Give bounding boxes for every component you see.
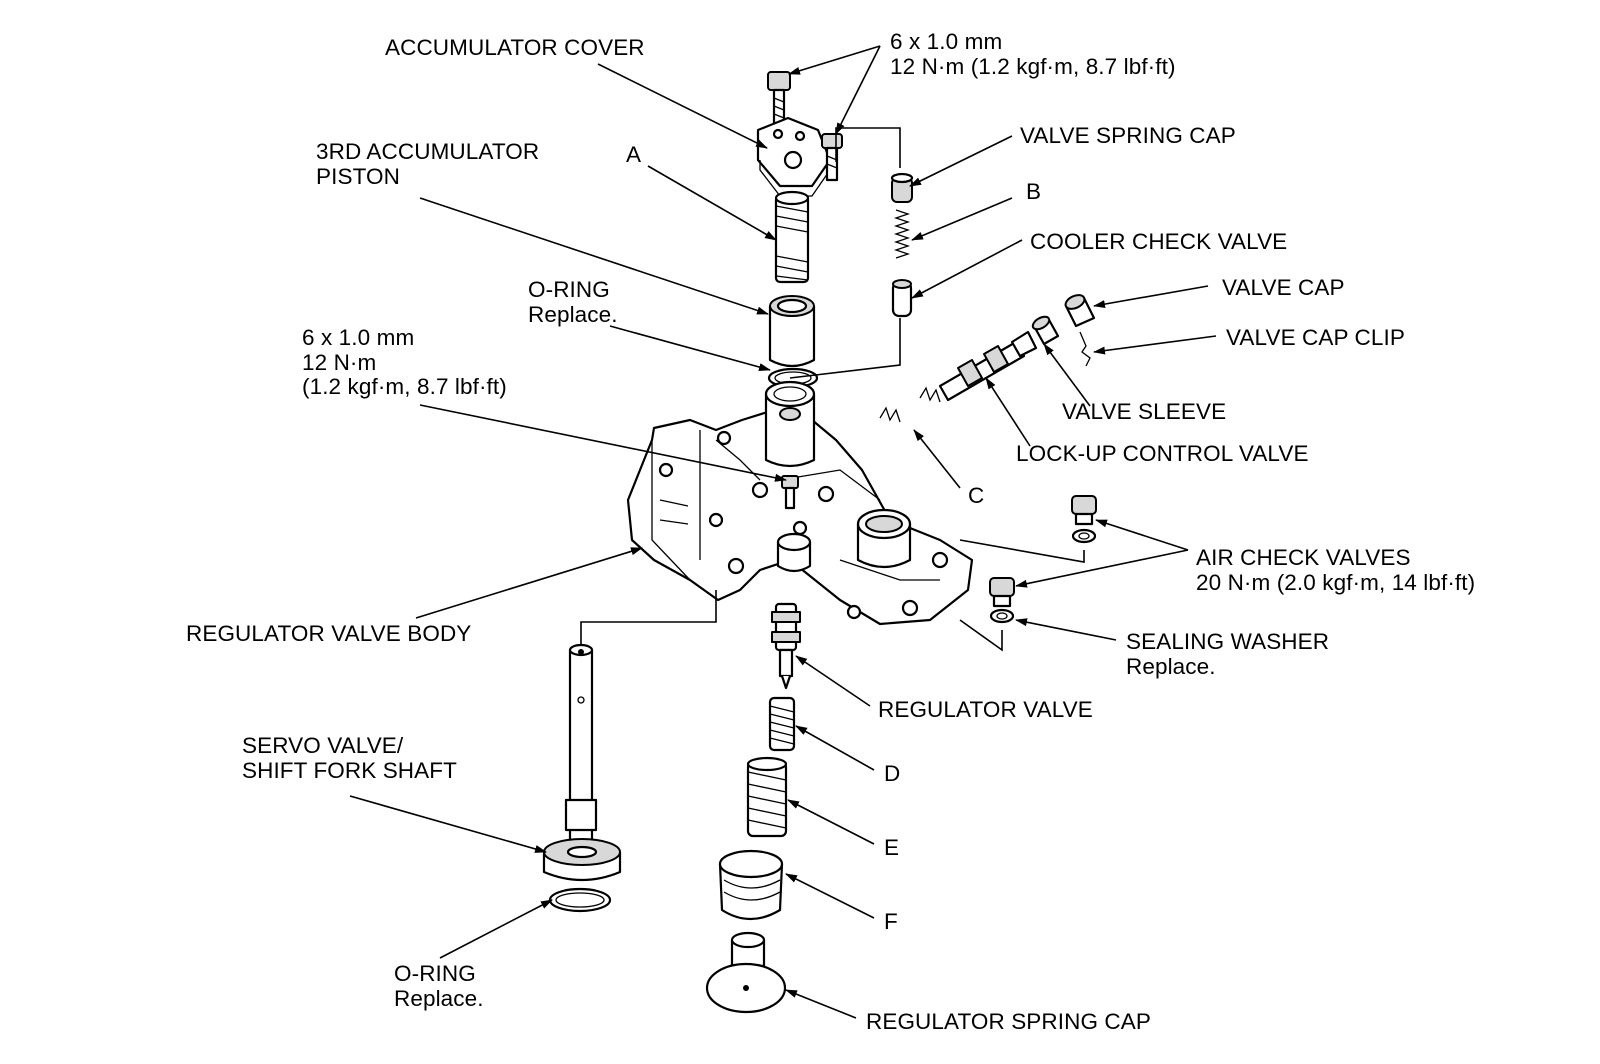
accumulator-piston [768,295,816,368]
alignment-line-2 [789,318,901,379]
lock-up-control-valve [938,330,1038,402]
callout-c: C [968,483,985,508]
valve-sleeve [1031,315,1060,346]
label-cooler-check-valve: COOLER CHECK VALVE [1030,229,1288,254]
bolt-cover [821,133,843,182]
alignment-line-1 [835,127,901,168]
label-accumulator-cover: ACCUMULATOR COVER [385,35,645,60]
label-regulator-valve: REGULATOR VALVE [878,697,1093,722]
callout-b: B [1026,179,1042,204]
label-valve-cap: VALVE CAP [1222,275,1345,300]
accumulator-cover [756,116,832,197]
callout-a: A [626,142,642,167]
regulator-valve [771,602,801,690]
alignment-line-4 [959,619,1003,652]
air-check-valve-1 [1071,495,1097,544]
leader-lines [349,45,1217,1019]
label-regulator-valve-body: REGULATOR VALVE BODY [186,621,472,646]
alignment-line-3 [959,539,1085,563]
servo-valve-shaft [542,643,622,882]
spring-b [893,209,911,259]
part-f [718,849,784,920]
label-lock-up-control-valve: LOCK-UP CONTROL VALVE [1016,441,1309,466]
valve-cap [1064,294,1096,328]
spring-d [768,696,796,752]
callout-e: E [884,835,900,860]
callout-d: D [884,761,901,786]
regulator-valve-body [626,380,974,626]
cooler-check-valve [891,279,913,318]
label-valve-sleeve: VALVE SLEEVE [1062,399,1227,424]
label-regulator-spring-cap: REGULATOR SPRING CAP [866,1009,1151,1034]
spring-e [746,756,788,838]
valve-spring-cap [890,172,914,203]
alignment-line-5 [580,590,717,644]
callout-f: F [884,909,898,934]
air-check-valve-2 [989,577,1015,624]
spring-c [879,386,941,423]
valve-cap-clip [1079,331,1091,367]
label-servo-valve-shift-fork-shaft: SERVO VALVE/SHIFT FORK SHAFT [242,733,457,783]
spring-a [774,190,810,284]
label-valve-cap-clip: VALVE CAP CLIP [1226,325,1405,350]
label-valve-spring-cap: VALVE SPRING CAP [1020,123,1236,148]
sealing-washer [989,608,1015,624]
o-ring-bottom [548,887,612,913]
regulator-spring-cap [705,931,787,1014]
